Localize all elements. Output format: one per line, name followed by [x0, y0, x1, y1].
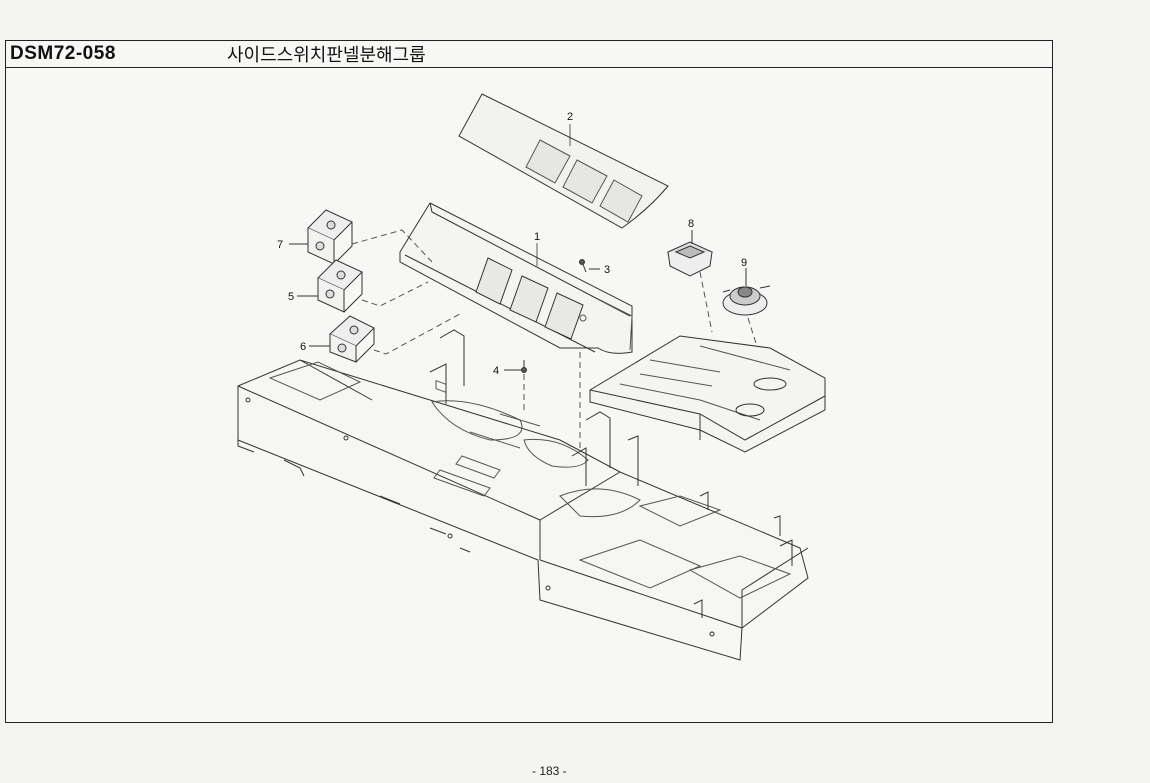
callout-6: 6 [300, 341, 306, 353]
diagram-title: 사이드스위치판넬분해그룹 [227, 45, 426, 66]
callout-3: 3 [604, 264, 610, 276]
callout-8: 8 [688, 218, 694, 230]
diagram-code: DSM72-058 [10, 43, 116, 64]
part-5-switch-module [297, 259, 363, 313]
part-7-switch-module [289, 209, 353, 265]
callout-7: 7 [277, 239, 283, 251]
callout-9: 9 [741, 257, 747, 269]
main-floor-frame [237, 329, 809, 661]
callout-2: 2 [567, 111, 573, 123]
part-4-screw [504, 360, 527, 373]
part-8-switch [666, 230, 714, 277]
callout-1: 1 [534, 231, 540, 243]
callout-labels: 1 2 3 4 5 6 7 8 9 [277, 111, 747, 377]
part-2-decal [458, 93, 669, 229]
page-number: - 183 - [532, 764, 567, 778]
callout-4: 4 [493, 365, 499, 377]
part-6-switch-module [309, 315, 375, 363]
part-3-screw [579, 259, 600, 273]
part-1-switch-panel [399, 202, 633, 394]
callout-5: 5 [288, 291, 294, 303]
header-bar: DSM72-058 사이드스위치판넬분해그룹 [6, 41, 1052, 68]
right-console-base [589, 335, 826, 453]
part-9-rotary-switch [722, 268, 771, 316]
